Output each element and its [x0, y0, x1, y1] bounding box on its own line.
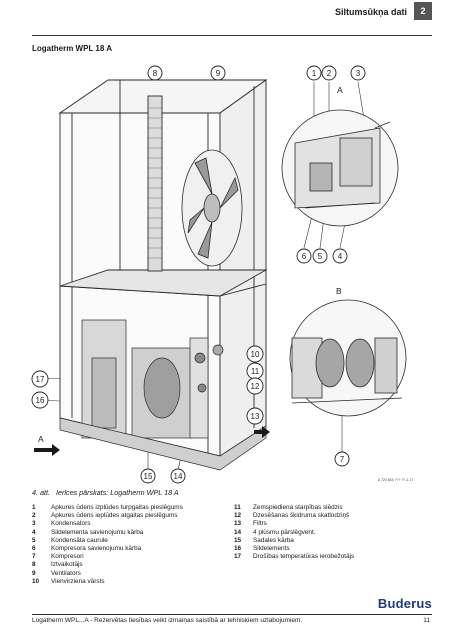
callout-2: 2 [321, 65, 337, 81]
svg-text:1: 1 [312, 69, 317, 78]
svg-text:13: 13 [251, 412, 260, 421]
callout-1: 1 [306, 65, 322, 81]
model-title: Logatherm WPL 18 A [32, 44, 113, 53]
callout-3: 3 [350, 65, 366, 81]
callout-14: 14 [170, 468, 186, 484]
svg-text:16: 16 [36, 396, 45, 405]
svg-text:10: 10 [251, 350, 260, 359]
arrow-b [254, 426, 270, 438]
base-plate [59, 417, 267, 471]
heat-pump-illustration: A B A B 8 9 1 2 3 6 5 4 10 11 12 13 [31, 65, 414, 484]
callouts-bottom: 15 14 [140, 468, 186, 484]
callouts-right: 10 11 12 13 [246, 345, 264, 425]
callout-9: 9 [210, 65, 226, 81]
callout-4: 4 [332, 248, 348, 264]
svg-text:11: 11 [251, 367, 260, 376]
figure-caption-text: Ierīces pārskats: Logatherm WPL 18 A [55, 488, 179, 497]
callout-13: 13 [246, 407, 264, 425]
svg-text:9: 9 [216, 69, 221, 78]
callout-7-group: 7 [334, 451, 350, 467]
callout-8: 8 [147, 65, 163, 81]
callouts-detail-a: 6 5 4 [296, 248, 348, 264]
svg-text:4: 4 [338, 252, 343, 261]
arrow-a [34, 444, 60, 456]
document-id: 6 720 644 ??? ??-1.1T [378, 478, 414, 482]
callout-7: 7 [334, 451, 350, 467]
buderus-logo: Buderus [377, 596, 432, 611]
callout-15: 15 [140, 468, 156, 484]
callout-16: 16 [31, 391, 49, 409]
svg-text:2: 2 [327, 69, 332, 78]
callout-6: 6 [296, 248, 312, 264]
detail-a-label: A [337, 85, 343, 95]
fan [181, 149, 243, 267]
svg-text:17: 17 [36, 375, 45, 384]
callout-12: 12 [246, 377, 264, 395]
figure-caption: 4. att. Ierīces pārskats: Logatherm WPL 1… [32, 488, 179, 497]
svg-text:3: 3 [356, 69, 361, 78]
svg-text:8: 8 [153, 69, 158, 78]
svg-text:5: 5 [318, 252, 323, 261]
svg-text:12: 12 [251, 382, 260, 391]
detail-b [289, 299, 407, 417]
footer-rule [32, 614, 432, 615]
arrow-a-label: A [38, 434, 44, 444]
callouts-top: 8 9 1 2 3 [147, 65, 366, 81]
callout-5: 5 [312, 248, 328, 264]
chapter-number-badge: 2 [414, 2, 432, 20]
callout-10: 10 [246, 345, 264, 363]
svg-text:15: 15 [144, 472, 153, 481]
svg-text:7: 7 [340, 455, 345, 464]
footer-text: Logatherm WPL...A - Rezervētas tiesības … [32, 617, 303, 624]
evaporator-fins [148, 107, 162, 259]
lower-components [81, 319, 224, 439]
callout-17: 17 [31, 370, 49, 388]
figure-number: 4. att. [32, 488, 50, 497]
callout-11: 11 [246, 362, 264, 380]
header-rule [32, 35, 432, 36]
page-number: 11 [423, 617, 430, 624]
svg-text:6: 6 [302, 252, 307, 261]
detail-a [281, 109, 399, 227]
svg-text:14: 14 [174, 472, 183, 481]
section-title: Siltumsūkņa dati [334, 7, 407, 17]
detail-b-label: B [336, 286, 342, 296]
callouts-left: 17 16 [31, 370, 49, 409]
